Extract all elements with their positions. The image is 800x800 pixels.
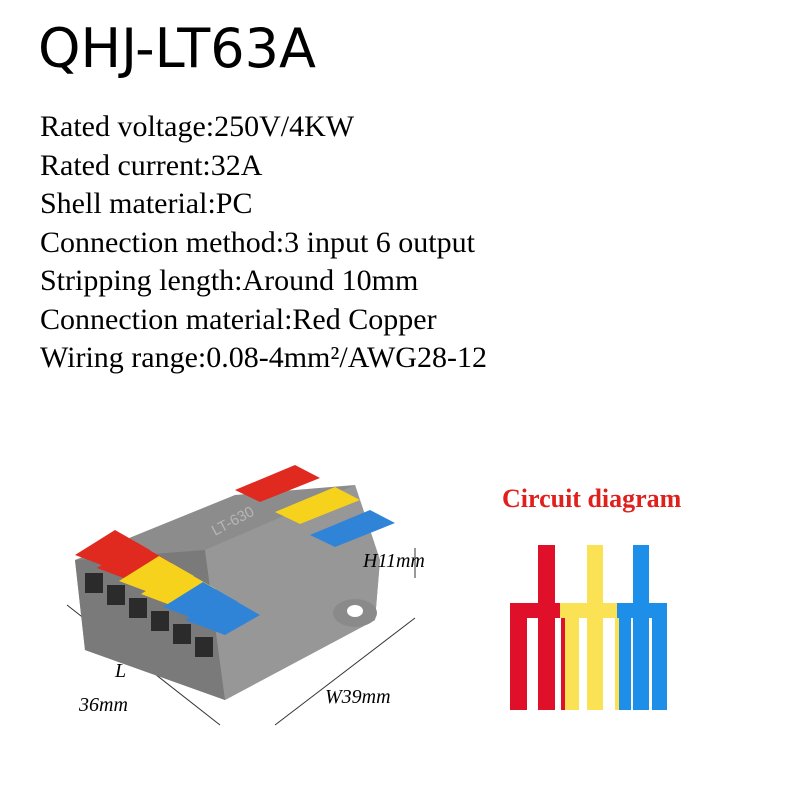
wire-hole bbox=[195, 637, 213, 657]
spec-connection-material: Connection material:Red Copper bbox=[40, 302, 437, 336]
spec-list: Rated voltage:250V/4KW Rated current:32A… bbox=[40, 108, 487, 378]
connector-drawing: LT-630 bbox=[66, 465, 416, 726]
spec-rated-voltage: Rated voltage:250V/4KW bbox=[40, 110, 355, 143]
circuit-blue-line bbox=[617, 545, 667, 710]
spec-wiring-range: Wiring range:0.08-4mm²/AWG28-12 bbox=[40, 341, 487, 374]
connector-illustration: LT-630 H11mm L 36mm W39mm bbox=[55, 440, 525, 740]
rear-lever-red bbox=[235, 465, 320, 502]
spec-stripping-length: Stripping length:Around 10mm bbox=[40, 264, 419, 297]
lever-blue-2 bbox=[185, 595, 260, 635]
product-title: QHJ-LT63A bbox=[38, 17, 316, 80]
spec-rated-current: Rated current:32A bbox=[40, 148, 263, 182]
rear-lever-yellow bbox=[275, 487, 360, 524]
rear-levers bbox=[235, 465, 395, 547]
length-label-l: L bbox=[115, 660, 127, 682]
rear-lever-blue bbox=[310, 510, 395, 547]
wire-hole bbox=[173, 624, 191, 644]
wire-holes bbox=[85, 573, 213, 657]
width-dimension-line bbox=[274, 617, 416, 726]
circuit-diagram-svg bbox=[510, 545, 667, 710]
mounting-hole bbox=[347, 605, 363, 617]
spec-connection-method: Connection method:3 input 6 output bbox=[40, 225, 475, 259]
wire-hole bbox=[107, 585, 125, 605]
width-label: W39mm bbox=[325, 686, 391, 708]
wire-hole bbox=[151, 611, 169, 631]
length-label-value: 36mm bbox=[79, 694, 128, 716]
circuit-diagram bbox=[505, 540, 675, 715]
wire-hole bbox=[85, 573, 103, 593]
height-label: H11mm bbox=[363, 550, 425, 572]
circuit-diagram-title: Circuit diagram bbox=[502, 484, 682, 513]
wire-hole bbox=[129, 598, 147, 618]
front-levers bbox=[75, 530, 260, 635]
spec-shell-material: Shell material:PC bbox=[40, 187, 253, 220]
